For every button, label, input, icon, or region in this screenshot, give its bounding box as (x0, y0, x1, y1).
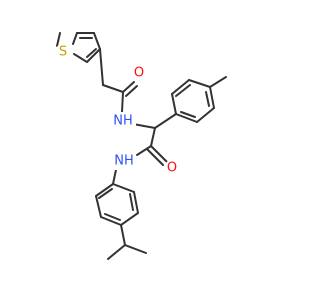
bond (95, 195, 102, 218)
bond (171, 93, 177, 115)
bond (98, 188, 113, 199)
isopropylphenyl-ring (95, 183, 147, 260)
bond (171, 79, 190, 95)
bond (73, 53, 88, 63)
bond (205, 91, 210, 107)
atom-label-sulfur: S (55, 44, 71, 60)
atom-o-amide2: O (167, 161, 177, 176)
atom-nh-amide2: NH (114, 154, 134, 169)
bond (129, 193, 134, 211)
bond (122, 81, 135, 93)
bond (150, 127, 156, 147)
atom-label-oxygen-2: O (164, 160, 180, 176)
bond (196, 107, 215, 123)
bond (132, 123, 156, 129)
bond (209, 86, 215, 109)
bond (93, 32, 101, 50)
central-carbon-chain (112, 113, 177, 185)
bond (102, 84, 124, 93)
bond (180, 111, 196, 118)
bond (133, 191, 139, 214)
bond (86, 48, 97, 58)
bond (154, 113, 177, 129)
bond (120, 212, 139, 226)
bond (72, 32, 78, 45)
bond (175, 84, 191, 97)
tolyl-ring (171, 76, 227, 123)
bond (150, 145, 168, 163)
bond (209, 76, 227, 88)
bond (136, 145, 152, 156)
bond (112, 183, 135, 193)
bond (95, 183, 114, 197)
bond (100, 216, 122, 226)
bond (124, 244, 147, 254)
bond (125, 85, 138, 97)
bond (56, 32, 61, 47)
bond (120, 224, 126, 246)
bond (104, 213, 121, 221)
atom-s: S (59, 45, 67, 60)
bond (175, 113, 198, 123)
atom-label-nitrogen-2: NH (112, 152, 136, 170)
bond (107, 244, 126, 260)
atom-label-nitrogen-1: NH (113, 112, 136, 130)
atom-label-oxygen-1: O (131, 65, 147, 81)
thiophene-ring (56, 32, 101, 63)
bond (86, 48, 101, 63)
bond (188, 79, 211, 88)
acetamide-chain (99, 48, 156, 129)
bond (121, 91, 124, 113)
bond (99, 48, 104, 86)
bond (146, 148, 164, 166)
atom-nh-amide1: NH (113, 114, 133, 129)
atom-o-amide1: O (134, 66, 144, 81)
molecule-structure: S O NH O NH (55, 32, 227, 260)
